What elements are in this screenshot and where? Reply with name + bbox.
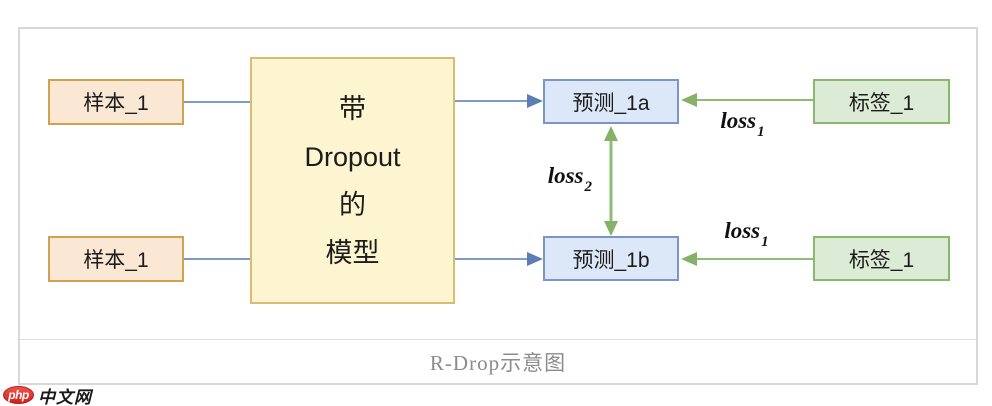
sample-bottom-label: 样本_1: [83, 249, 149, 272]
watermark-site-text: 中文网: [38, 387, 92, 406]
php-logo-text: php: [8, 388, 29, 402]
sample-top-box: 样本_1: [48, 79, 184, 125]
sample-bottom-box: 样本_1: [48, 236, 184, 282]
prediction-1a-label: 预测_1a: [572, 91, 650, 115]
model-line-3: 的: [339, 189, 366, 220]
loss1-top-label: loss1: [696, 108, 788, 140]
label-top-label: 标签_1: [848, 91, 915, 115]
model-line-1: 带: [339, 93, 366, 124]
loss2-sub: 2: [584, 178, 593, 195]
loss1-top-sub: 1: [757, 123, 765, 140]
php-logo-icon: php: [3, 386, 34, 404]
prediction-1b-label: 预测_1b: [572, 248, 650, 272]
loss2-word: loss: [547, 163, 584, 188]
caption-strip: R-Drop示意图: [20, 339, 976, 384]
label-top-box: 标签_1: [813, 79, 950, 124]
diagram-caption: R-Drop示意图: [429, 351, 567, 375]
prediction-1b-box: 预测_1b: [543, 236, 679, 281]
label-bottom-box: 标签_1: [813, 236, 950, 281]
label-bottom-label: 标签_1: [848, 248, 915, 272]
dropout-model-box: 带 Dropout 的 模型: [250, 57, 455, 304]
sample-top-label: 样本_1: [83, 92, 149, 115]
model-line-2: Dropout: [304, 141, 401, 172]
loss1-top-word: loss: [720, 108, 757, 133]
watermark: php 中文网: [3, 385, 92, 406]
model-line-4: 模型: [325, 237, 380, 268]
loss1-bottom-sub: 1: [761, 233, 769, 250]
loss1-bottom-label: loss1: [700, 218, 792, 250]
loss2-label: loss2: [515, 163, 593, 195]
prediction-1a-box: 预测_1a: [543, 79, 679, 124]
loss1-bottom-word: loss: [724, 218, 761, 243]
